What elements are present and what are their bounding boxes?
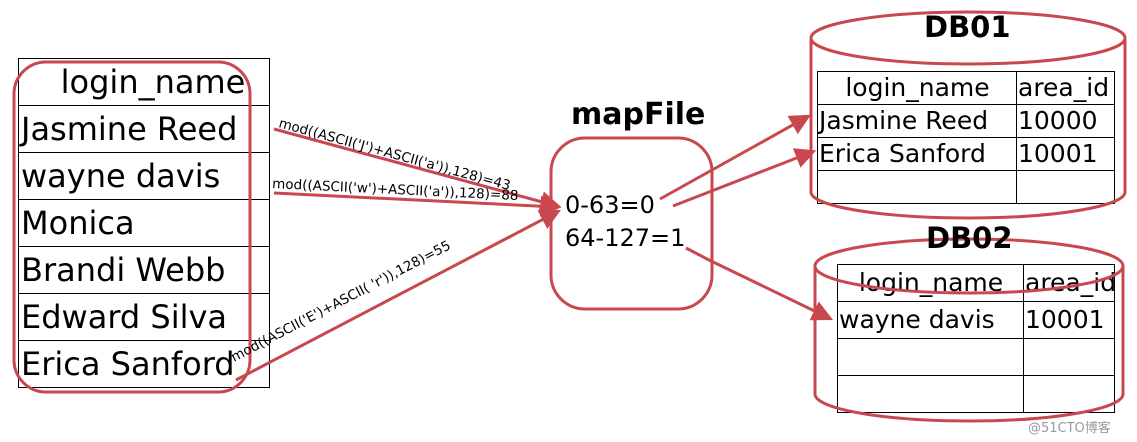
db01-cell: Jasmine Reed xyxy=(817,104,1017,138)
formula-erica: mod((ASCII('E')+ASCII( 'r')),128)=55 xyxy=(228,238,453,366)
db02-cell: wayne davis xyxy=(837,301,1024,339)
login-name-header: login_name xyxy=(18,58,270,106)
mapfile-range: 64-127=1 xyxy=(565,224,686,252)
db02-cell xyxy=(1023,338,1115,376)
db01-cell: Erica Sanford xyxy=(817,137,1017,171)
db01-cylinder xyxy=(809,10,1127,220)
mapfile-box xyxy=(549,136,714,311)
db01-title: DB01 xyxy=(924,10,1011,44)
db01-cell: 10001 xyxy=(1016,137,1115,171)
arrow-mapfile-to-db01-row1 xyxy=(659,114,811,201)
db01-cell xyxy=(817,170,1017,204)
arrow-jasmine-to-mapfile xyxy=(273,127,562,212)
arrow-mapfile-to-db01-row2 xyxy=(672,148,817,208)
user-row: Edward Silva xyxy=(18,293,270,341)
db02-title: DB02 xyxy=(926,221,1013,255)
user-row: wayne davis xyxy=(18,152,270,200)
user-row: Erica Sanford xyxy=(18,340,270,388)
login-name-highlight xyxy=(12,60,252,394)
db01-cell: 10000 xyxy=(1016,104,1115,138)
mapfile-range: 0-63=0 xyxy=(565,191,655,219)
arrow-mapfile-to-db02 xyxy=(685,246,834,321)
db02-cell xyxy=(837,375,1024,413)
mapfile-ranges: 0-63=0 64-127=1 xyxy=(565,189,685,255)
db01-table: login_name area_id Jasmine Reed 10000 Er… xyxy=(817,71,1115,204)
db02-cell xyxy=(1023,375,1115,413)
arrow-wayne-to-mapfile xyxy=(273,191,562,217)
db01-header-area-id: area_id xyxy=(1016,71,1115,105)
login-name-table: login_name Jasmine Reed wayne davis Moni… xyxy=(18,58,270,388)
watermark: @51CTO博客 xyxy=(1028,420,1111,436)
arrow-erica-to-mapfile xyxy=(235,209,561,382)
mapfile-title: mapFile xyxy=(571,97,706,132)
db01-cell xyxy=(1016,170,1115,204)
user-row: Jasmine Reed xyxy=(18,105,270,153)
db02-header-area-id: area_id xyxy=(1023,264,1115,302)
db02-cylinder xyxy=(813,237,1125,423)
db02-cell: 10001 xyxy=(1023,301,1115,339)
